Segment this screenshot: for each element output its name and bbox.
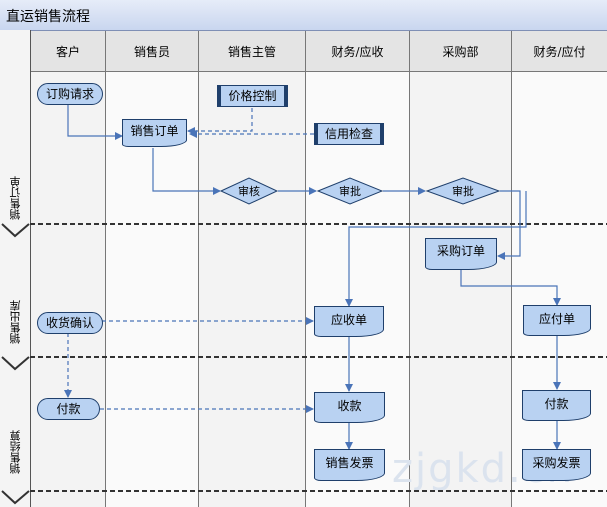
review-diamond — [219, 177, 279, 205]
flow-request-to-order — [67, 105, 123, 140]
approve-purchase-label: 审批 — [452, 184, 474, 198]
phase-column — [0, 30, 31, 507]
lane-customer — [31, 72, 106, 507]
diagram-title: 直运销售流程 — [6, 9, 90, 25]
lane-header-salesperson: 销售员 — [106, 31, 199, 72]
receivable-doc-node: 应收单 — [314, 306, 384, 337]
payable-doc-node: 应付单 — [523, 305, 591, 336]
lane-label-finance-receivable: 财务/应收 — [331, 45, 384, 59]
lane-header-sales-manager: 销售主管 — [199, 31, 306, 72]
lane-finance-payable — [512, 72, 607, 507]
flow-purchase-to-payable — [460, 270, 561, 306]
sales-order-node: 销售订单 — [122, 119, 187, 147]
review-label: 审核 — [238, 184, 260, 198]
phase-chevron-3 — [1, 490, 30, 505]
lane-header-finance-receivable: 财务/应收 — [306, 31, 410, 72]
lane-header-customer: 客户 — [31, 31, 106, 72]
phase-chevron-2 — [1, 356, 30, 371]
flow-approve-to-receivable — [345, 191, 527, 307]
purchase-order-node: 采购订单 — [425, 238, 497, 270]
lane-label-salesperson: 销售员 — [133, 45, 170, 59]
flow-price-control-to-order — [187, 108, 253, 135]
flow-order-to-review — [152, 148, 221, 195]
approve-finance-label: 审批 — [339, 184, 361, 198]
price-control-node: 价格控制 — [217, 85, 288, 107]
order-request-node: 订购请求 — [37, 83, 103, 105]
flow-approve-to-purchase-order — [497, 190, 521, 260]
lane-label-finance-payable: 财务/应付 — [533, 45, 586, 59]
lane-header-purchasing: 采购部 — [410, 31, 512, 72]
lane-label-purchasing: 采购部 — [442, 45, 479, 59]
purchase-invoice-node: 采购发票 — [522, 449, 591, 481]
lane-label-customer: 客户 — [55, 45, 80, 59]
approve-finance-diamond — [316, 177, 384, 205]
sales-invoice-node: 销售发票 — [314, 449, 385, 481]
title-bar: 直运销售流程 — [0, 0, 607, 31]
phase-chevron-1 — [1, 223, 30, 238]
collection-node: 收款 — [314, 392, 385, 423]
approve-purchase-diamond — [425, 177, 501, 205]
payment-node: 付款 — [37, 398, 100, 420]
lane-sales-manager — [199, 72, 306, 507]
credit-check-node: 信用检查 — [314, 123, 384, 145]
receipt-confirm-node: 收货确认 — [37, 312, 103, 334]
lane-label-sales-manager: 销售主管 — [227, 45, 276, 59]
pay-node: 付款 — [522, 390, 591, 421]
lane-purchasing — [410, 72, 512, 507]
lane-header-finance-payable: 财务/应付 — [512, 31, 607, 72]
